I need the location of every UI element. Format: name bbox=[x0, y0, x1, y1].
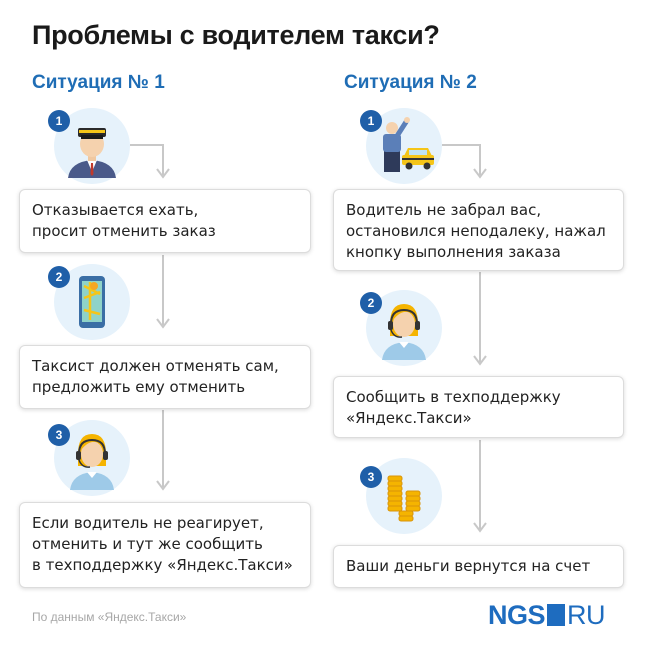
situation-2-step-3: Ваши деньги вернутся на счет bbox=[333, 545, 624, 588]
taxi-driver-icon bbox=[54, 108, 130, 184]
step-badge: 2 bbox=[360, 292, 382, 314]
situation-1-step-3: Если водитель не реагирует, отменить и т… bbox=[19, 502, 311, 588]
step-text: остановился неподалеку, нажал bbox=[346, 222, 606, 240]
step-badge: 2 bbox=[48, 266, 70, 288]
step-badge: 1 bbox=[360, 110, 382, 132]
step-text: Водитель не забрал вас, bbox=[346, 201, 542, 219]
situation-2-step-2: Сообщить в техподдержку «Яндекс.Такси» bbox=[333, 376, 624, 438]
logo-square-icon bbox=[547, 604, 566, 626]
step-text: кнопку выполнения заказа bbox=[346, 243, 561, 261]
logo-right: RU bbox=[567, 599, 606, 630]
page-title: Проблемы с водителем такси? bbox=[32, 20, 440, 50]
step-text: «Яндекс.Такси» bbox=[346, 409, 472, 427]
step-badge: 3 bbox=[48, 424, 70, 446]
step-text: предложить ему отменить bbox=[32, 378, 246, 396]
source-note: По данным «Яндекс.Такси» bbox=[32, 610, 187, 624]
step-text: Отказывается ехать, bbox=[32, 201, 199, 219]
step-text: Если водитель не реагирует, bbox=[32, 514, 264, 532]
step-text: просит отменить заказ bbox=[32, 222, 216, 240]
step-text: Таксист должен отменять сам, bbox=[32, 357, 279, 375]
arrow-s2-1 bbox=[442, 144, 481, 175]
step-text: отменить и тут же сообщить bbox=[32, 535, 263, 553]
step-text: Сообщить в техподдержку bbox=[346, 388, 561, 406]
step-badge: 1 bbox=[48, 110, 70, 132]
step-badge: 3 bbox=[360, 466, 382, 488]
situation-1-step-2: Таксист должен отменять сам, предложить … bbox=[19, 345, 311, 409]
ngs-logo: NGS RU bbox=[488, 599, 606, 631]
step-text: Ваши деньги вернутся на счет bbox=[346, 557, 591, 575]
situation-2-step-1: Водитель не забрал вас, остановился непо… bbox=[333, 189, 624, 271]
step-text: в техподдержку «Яндекс.Такси» bbox=[32, 556, 293, 574]
logo-left: NGS bbox=[488, 599, 546, 630]
arrow-s1-1 bbox=[130, 144, 164, 175]
situation-1-heading: Ситуация № 1 bbox=[32, 72, 165, 93]
situation-2-heading: Ситуация № 2 bbox=[344, 72, 477, 93]
situation-1-step-1: Отказывается ехать, просит отменить зака… bbox=[19, 189, 311, 253]
